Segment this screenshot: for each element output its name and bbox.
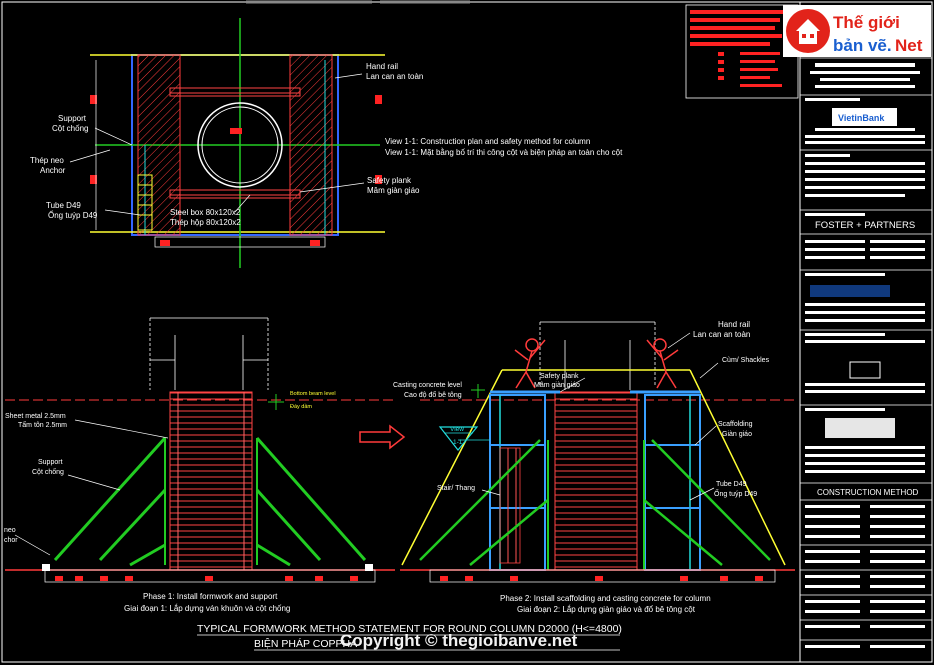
label-shackles: Cùm/ Shackles <box>722 357 770 364</box>
label-phase1-anchor: neo <box>4 527 16 534</box>
watermark: Copyright © thegioibanve.net <box>340 631 578 650</box>
view-title: View 1-1: Construction plan and safety m… <box>385 137 590 146</box>
phase2-caption: Phase 2: Install scaffolding and casting… <box>500 594 711 603</box>
label-phase2-hand-rail-vi: Lan can an toàn <box>693 330 750 339</box>
label-steel-box-vi: Thép hộp 80x120x2 <box>170 218 241 227</box>
architect-name: FOSTER + PARTNERS <box>815 220 915 231</box>
label-tube-vi: Ống tuýp D49 <box>48 210 98 220</box>
label-phase2-tube: Tube D49 <box>716 481 747 488</box>
label-phase2-safety-plank-vi: Mâm giàn giáo <box>534 382 580 389</box>
plan-view <box>69 18 385 268</box>
label-hand-rail-vi: Lan can an toàn <box>366 72 423 81</box>
phase2-elevation <box>400 321 795 583</box>
label-steel-box: Steel box 80x120x2 <box>170 208 241 217</box>
phase2-caption-vi: Giai đoạn 2: Lắp dựng giàn giáo và đổ bê… <box>517 605 696 614</box>
label-phase1-support-vi: Cột chống <box>32 467 64 476</box>
drawing-name: CONSTRUCTION METHOD <box>817 488 919 497</box>
drawing-title: TYPICAL FORMWORK METHOD STATEMENT FOR RO… <box>197 623 622 635</box>
phase1-elevation <box>5 317 395 583</box>
logo-net: Net <box>895 36 923 55</box>
label-phase1-support: Support <box>38 459 63 466</box>
label-support: Support <box>58 114 87 123</box>
label-sheet-metal-vi: Tấm tôn 2.5mm <box>18 420 67 429</box>
site-logo: Thế giới bản vẽ. Net <box>783 5 931 57</box>
label-beam-level: Bottom beam level <box>290 391 336 397</box>
label-sheet-metal: Sheet metal 2.5mm <box>5 413 66 420</box>
label-hand-rail: Hand rail <box>366 62 398 71</box>
label-anchor-vi: Thép neo <box>30 156 64 165</box>
arrow-icon <box>359 424 406 450</box>
label-anchor: Anchor <box>40 166 66 175</box>
view-title-vi: View 1-1: Mặt bằng bố trí thi công cột v… <box>385 148 623 157</box>
label-phase2-tube-vi: Ống tuýp D49 <box>714 488 757 498</box>
logo-line2: bản vẽ. <box>833 36 892 55</box>
label-safety-plank-vi: Mâm giàn giáo <box>367 186 420 195</box>
logo-line1: Thế giới <box>833 13 900 32</box>
label-casting-level-vi: Cao độ đổ bê tông <box>404 391 462 399</box>
worker-left-icon <box>514 338 546 389</box>
worker-right-icon <box>646 338 679 389</box>
label-phase2-safety-plank: Safety plank <box>540 373 579 380</box>
label-support-vi: Cột chống <box>52 124 88 133</box>
view-tag-top: View <box>450 426 464 433</box>
phase1-caption-vi: Giai đoạn 1: Lắp dựng ván khuôn và cột c… <box>124 604 290 613</box>
label-scaffolding-vi: Giàn giáo <box>722 431 752 438</box>
label-phase1-anchor-2: chor <box>4 537 18 544</box>
title-block <box>685 4 932 648</box>
client-logo: VietinBank <box>838 113 885 123</box>
label-stair: Stair/ Thang <box>437 485 475 492</box>
label-phase2-hand-rail: Hand rail <box>718 320 750 329</box>
label-scaffolding: Scaffolding <box>718 421 753 428</box>
label-safety-plank: Safety plank <box>367 176 412 185</box>
label-beam-level-vi: Đáy dầm <box>290 404 312 410</box>
drawing-title-vi: BIỆN PHÁP COPPHA <box>254 637 357 650</box>
view-tag-bottom: 1-1 <box>453 439 463 446</box>
phase1-caption: Phase 1: Install formwork and support <box>143 592 278 601</box>
label-casting-level: Casting concrete level <box>393 382 462 389</box>
label-tube: Tube D49 <box>46 201 81 210</box>
